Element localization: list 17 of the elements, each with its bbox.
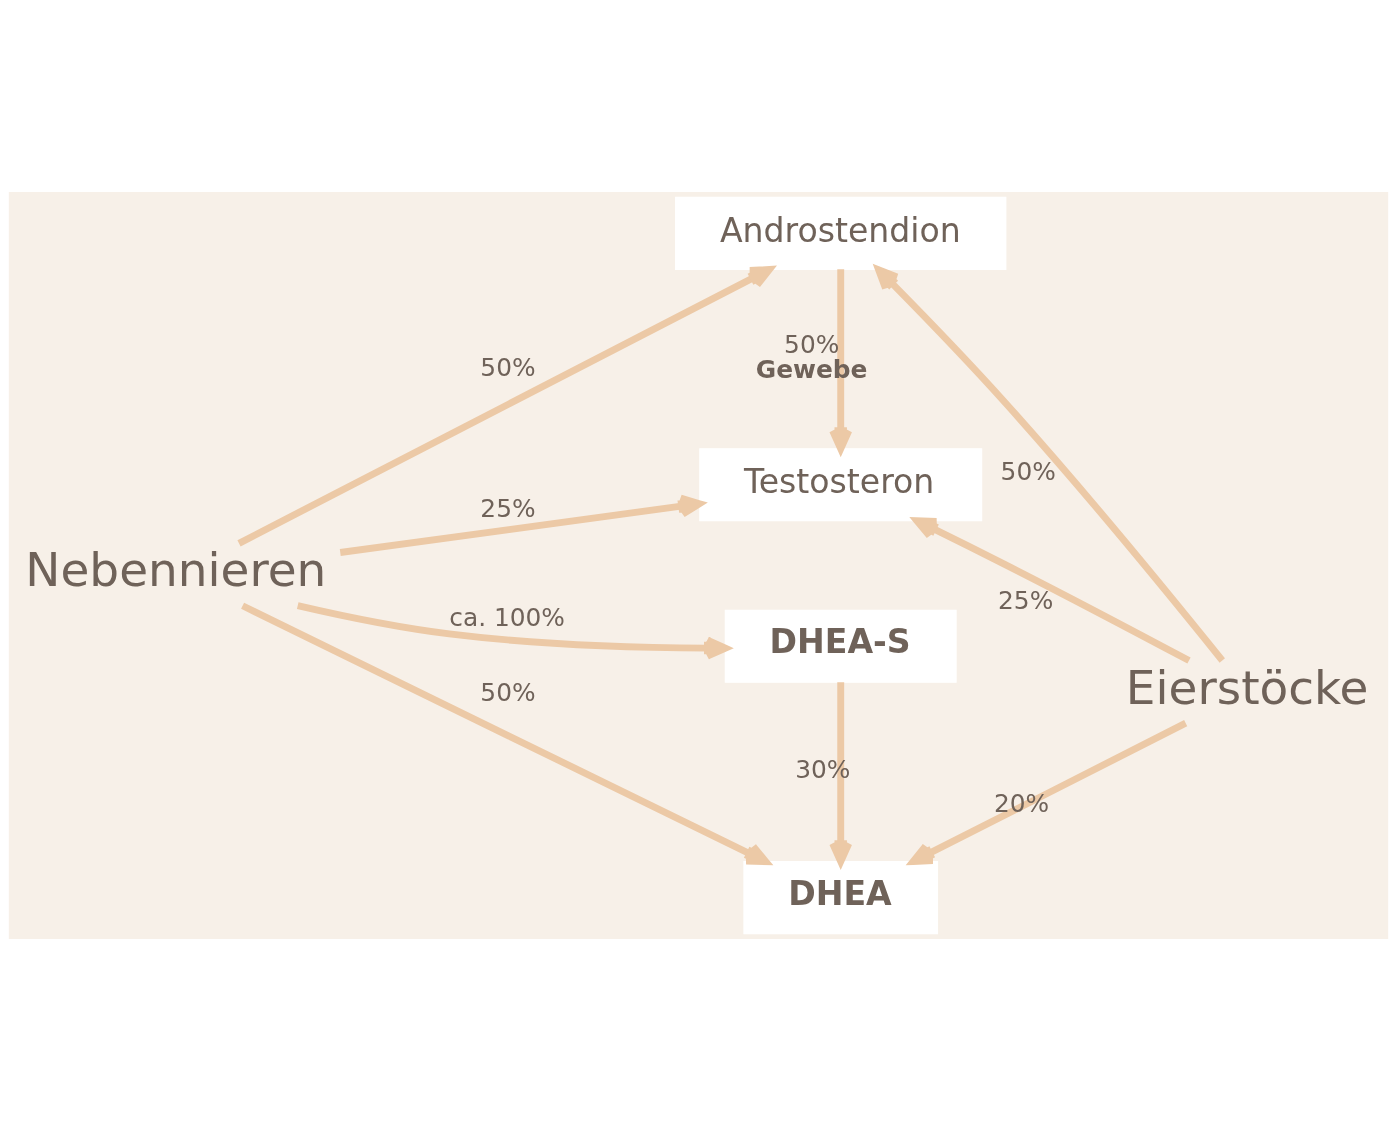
arrow bbox=[875, 266, 1225, 663]
edge-label: 25% bbox=[998, 586, 1054, 616]
edge-label: 20% bbox=[993, 789, 1050, 819]
arrow bbox=[909, 720, 1188, 865]
node-box: DHEA bbox=[743, 861, 939, 935]
edge-label: 50% bbox=[1000, 457, 1056, 487]
node-text: Nebennieren bbox=[25, 542, 327, 598]
edge-label: 50% Gewebe bbox=[755, 329, 868, 384]
edge-label: 50% bbox=[480, 677, 536, 707]
edge-label: 50% bbox=[480, 353, 536, 383]
node-box: Androstendion bbox=[675, 196, 1007, 270]
node-text: Eierstöcke bbox=[1125, 659, 1369, 715]
arrow bbox=[237, 266, 774, 547]
edge-label: ca. 100% bbox=[449, 603, 565, 633]
arrow bbox=[241, 602, 770, 866]
node-box: Testosteron bbox=[699, 448, 983, 522]
node-box: DHEA-S bbox=[724, 609, 957, 683]
